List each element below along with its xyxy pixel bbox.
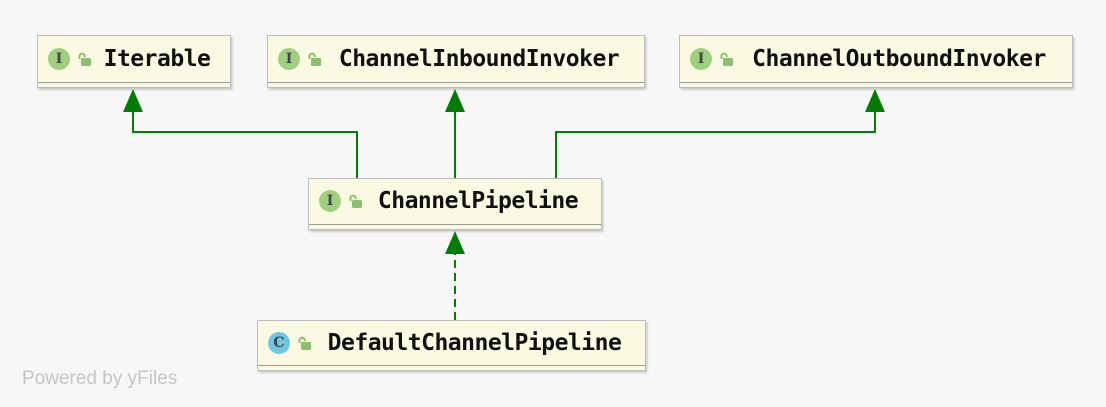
node-channel-pipeline[interactable]: I ChannelPipeline xyxy=(308,178,602,230)
node-default-channel-pipeline[interactable]: C DefaultChannelPipeline xyxy=(257,320,646,371)
unlock-icon xyxy=(720,52,733,66)
node-label: ChannelPipeline xyxy=(377,188,579,214)
edge-defaultchannelpipeline-channelpipeline[interactable] xyxy=(445,231,465,320)
edge-channelpipeline-channeloutboundinvoker[interactable] xyxy=(555,89,885,178)
interface-icon: I xyxy=(278,47,300,70)
yfiles-watermark: Powered by yFiles xyxy=(22,368,178,389)
interface-icon: I xyxy=(319,190,341,212)
node-label: Iterable xyxy=(103,45,211,72)
node-label: DefaultChannelPipeline xyxy=(327,329,622,356)
unlock-icon xyxy=(349,194,362,208)
interface-icon: I xyxy=(690,47,712,70)
edge-channelpipeline-iterable[interactable] xyxy=(123,89,358,178)
edge-channelpipeline-channelinboundinvoker[interactable] xyxy=(445,89,465,178)
node-iterable[interactable]: I Iterable xyxy=(37,35,231,88)
node-label: ChannelOutboundInvoker xyxy=(752,45,1046,72)
unlock-icon xyxy=(78,52,91,66)
class-icon: C xyxy=(268,331,290,354)
unlock-icon xyxy=(298,336,311,350)
unlock-icon xyxy=(308,52,321,66)
node-label: ChannelInboundInvoker xyxy=(338,45,620,72)
interface-icon: I xyxy=(48,47,70,70)
node-channel-inbound-invoker[interactable]: I ChannelInboundInvoker xyxy=(267,35,645,88)
node-channel-outbound-invoker[interactable]: I ChannelOutboundInvoker xyxy=(679,35,1073,88)
